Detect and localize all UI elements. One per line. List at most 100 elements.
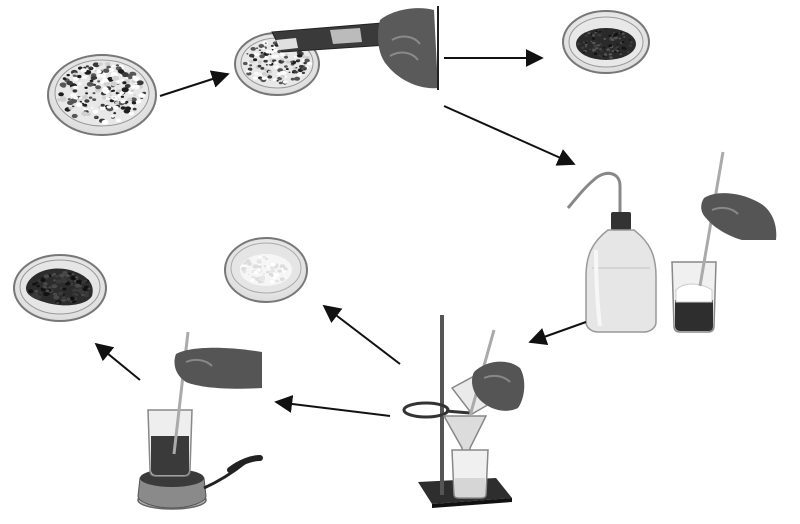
speckle — [279, 264, 286, 269]
speckle — [124, 84, 131, 88]
speckle — [580, 46, 585, 49]
speckle — [36, 284, 40, 288]
speckle — [270, 262, 276, 267]
speckle — [97, 80, 101, 83]
speckle — [304, 58, 310, 63]
arrow-mixture-to-magnet — [159, 70, 230, 97]
speckle — [72, 292, 77, 296]
speckle — [69, 296, 75, 301]
speckle — [96, 69, 102, 74]
speckle — [260, 67, 265, 70]
speckle — [102, 78, 109, 83]
arrow-dissolve-to-filter — [528, 321, 587, 346]
speckle — [595, 30, 598, 33]
speckle — [273, 65, 279, 70]
speckle — [267, 70, 273, 74]
speckle — [619, 53, 622, 56]
speckle — [52, 272, 56, 276]
speckle — [40, 278, 46, 283]
speckle — [52, 279, 57, 282]
speckle — [110, 81, 117, 87]
speckle — [102, 72, 107, 75]
speckle — [599, 43, 603, 46]
speckle — [614, 50, 617, 53]
speckle — [249, 64, 253, 67]
speckle — [254, 52, 260, 56]
speckle — [296, 72, 302, 77]
speckle — [611, 37, 613, 39]
speckle — [602, 55, 605, 58]
speckle — [127, 97, 133, 102]
speckle — [121, 87, 129, 93]
speckle — [84, 290, 90, 295]
speckle — [72, 85, 78, 90]
speckle — [55, 279, 62, 284]
speckle — [277, 269, 282, 273]
speckle — [276, 80, 279, 82]
speckle — [120, 106, 126, 110]
speckle — [273, 48, 278, 53]
speckle — [271, 54, 278, 59]
speckle — [246, 70, 251, 73]
petri-dish-residue-icon — [224, 237, 308, 303]
speckle — [576, 42, 581, 46]
speckle — [64, 273, 70, 278]
speckle — [136, 80, 144, 86]
speckle — [94, 115, 98, 119]
speckle — [69, 279, 73, 283]
speckle — [277, 68, 284, 73]
speckle — [594, 32, 597, 34]
speckle — [131, 101, 137, 105]
speckle — [290, 77, 295, 81]
speckle — [102, 89, 110, 94]
speckle — [106, 65, 111, 69]
speckle — [249, 59, 254, 64]
speckle — [116, 89, 122, 93]
speckle — [299, 62, 302, 64]
speckle — [247, 262, 253, 266]
speckle — [99, 105, 106, 110]
speckle — [276, 64, 279, 67]
speckle — [613, 34, 617, 37]
speckle — [243, 61, 248, 66]
speckle — [263, 68, 268, 72]
speckle — [103, 81, 111, 87]
speckle — [608, 44, 612, 47]
speckle — [51, 284, 58, 289]
speckle — [39, 291, 42, 294]
speckle — [108, 67, 114, 72]
speckle — [303, 61, 308, 65]
speckle — [620, 32, 622, 34]
speckle — [611, 50, 615, 53]
speckle — [85, 65, 89, 68]
speckle — [117, 69, 124, 74]
speckle — [43, 274, 50, 279]
speckle — [589, 48, 591, 50]
speckle — [84, 86, 88, 90]
speckle — [621, 46, 626, 50]
speckle — [59, 273, 65, 278]
speckle — [263, 59, 268, 63]
speckle — [75, 294, 79, 296]
speckle — [615, 46, 619, 49]
speckle — [276, 72, 281, 76]
speckle — [272, 78, 277, 81]
speckle — [258, 255, 262, 259]
speckle — [92, 98, 97, 101]
speckle — [72, 89, 78, 93]
speckle — [109, 99, 115, 103]
speckle — [102, 97, 106, 100]
speckle — [78, 97, 82, 100]
speckle — [60, 286, 63, 289]
speckle — [128, 111, 135, 116]
speckle — [295, 66, 298, 69]
speckle — [593, 52, 598, 55]
speckle — [130, 97, 137, 102]
speckle — [48, 286, 52, 289]
speckle — [592, 34, 596, 37]
speckle — [111, 75, 119, 81]
speckle — [269, 53, 272, 55]
speckle — [258, 263, 262, 266]
speckle — [290, 60, 294, 64]
speckle — [61, 298, 67, 302]
